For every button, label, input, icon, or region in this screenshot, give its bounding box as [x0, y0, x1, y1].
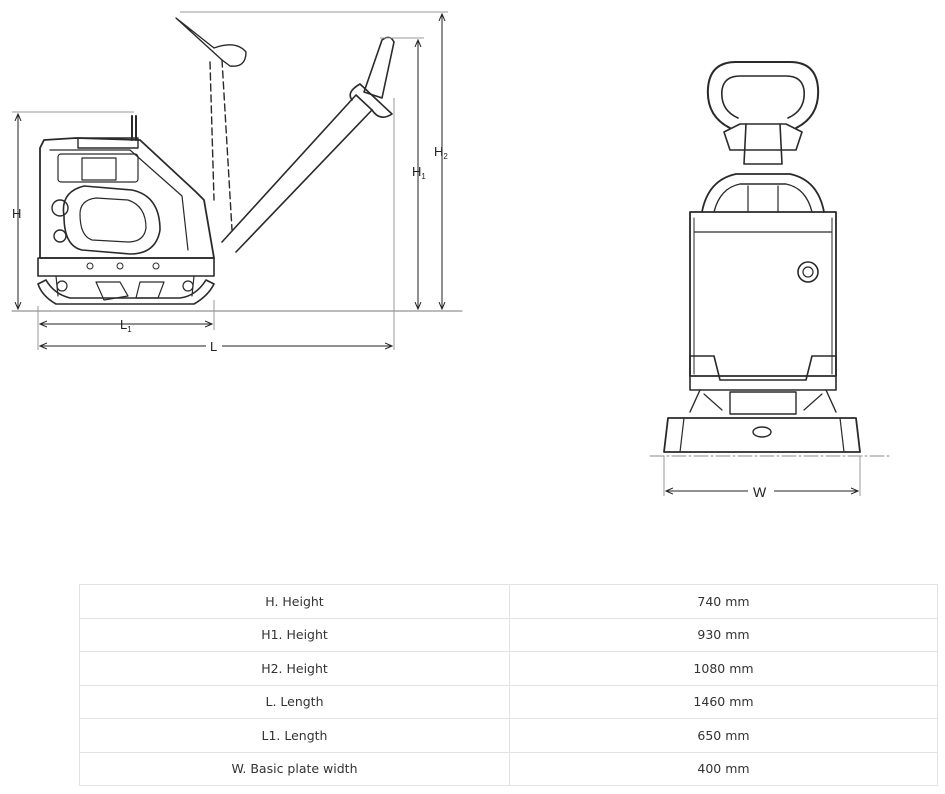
front-view-compactor: [649, 61, 891, 457]
spec-label: L. Length: [79, 684, 510, 719]
spec-label: L1. Length: [79, 718, 510, 753]
base-plate: [37, 279, 215, 305]
label-w: W: [753, 484, 767, 500]
spec-value: 740 mm: [509, 584, 938, 619]
diagram-svg: H H1 H2 L1 L: [11, 11, 891, 500]
spec-value: 1460 mm: [509, 684, 938, 719]
spec-label: W. Basic plate width: [79, 751, 510, 786]
belt-cover: [62, 185, 161, 255]
label-l: L: [210, 339, 217, 354]
handle-bar: [221, 94, 373, 253]
spec-label: H. Height: [79, 584, 510, 619]
spec-label: H1. Height: [79, 617, 510, 652]
spec-value: 650 mm: [509, 718, 938, 753]
front-engine-body: [689, 211, 837, 377]
handle-grip: [363, 36, 395, 99]
side-view-compactor: [11, 17, 463, 312]
label-l1: L1: [120, 317, 132, 334]
label-h1: H1: [412, 164, 426, 181]
spec-label: H2. Height: [79, 651, 510, 686]
handle-upright-dashed: [209, 59, 233, 231]
dimension-diagram: H H1 H2 L1 L: [11, 11, 891, 500]
front-handle: [706, 61, 820, 129]
label-h2: H2: [434, 144, 448, 161]
spec-value: 400 mm: [509, 751, 938, 786]
side-view-dimensions: [12, 11, 448, 350]
label-h: H: [12, 206, 21, 221]
spec-value: 930 mm: [509, 617, 938, 652]
front-base-plate: [663, 417, 861, 453]
spec-value: 1080 mm: [509, 651, 938, 686]
